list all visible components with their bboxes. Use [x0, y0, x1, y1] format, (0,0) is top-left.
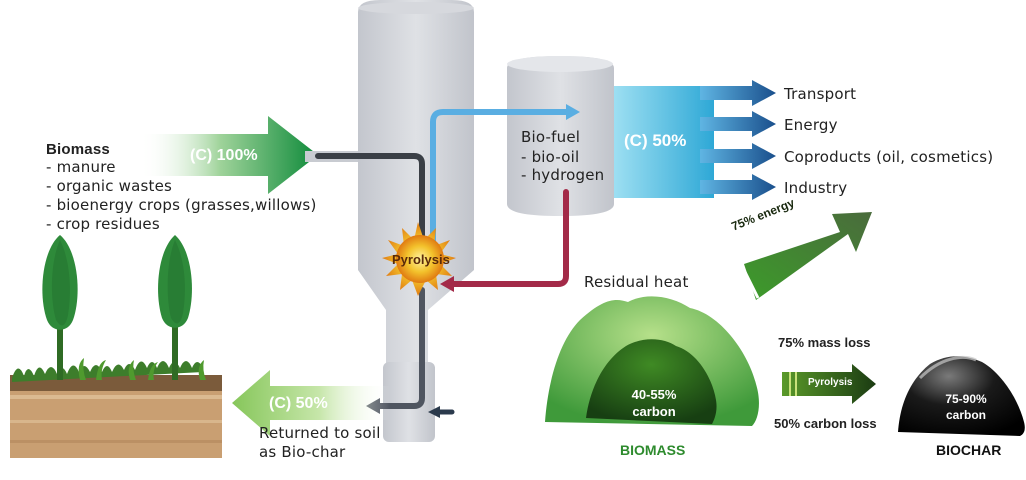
use-energy: Energy — [784, 116, 838, 134]
soil-return-arrow — [232, 370, 390, 436]
biomass-title: Biomass — [46, 141, 110, 158]
pyrolysis-burst — [382, 222, 456, 296]
tree-right — [158, 235, 192, 380]
biochar-mound — [898, 356, 1025, 436]
use-transport: Transport — [784, 85, 857, 103]
plants — [78, 358, 206, 380]
output-arrows — [700, 80, 776, 200]
pyrolysis-reactor — [358, 0, 474, 442]
use-coproducts: Coproducts (oil, cosmetics) — [784, 148, 994, 166]
biomass-item: - crop residues — [46, 215, 160, 233]
biomass-arrow-label: (C) 100% — [190, 147, 258, 164]
soil-arrow-label: (C) 50% — [269, 395, 328, 412]
pyrolysis-small-arrow — [782, 364, 876, 404]
biochar-carbon-unit: carbon — [945, 408, 986, 422]
use-industry: Industry — [784, 179, 848, 197]
mass-loss-label: 75% mass loss — [778, 335, 871, 350]
soil-block — [10, 361, 222, 458]
biofuel-title: Bio-fuel — [521, 128, 581, 146]
biofuel-arrow-label: (C) 50% — [624, 131, 687, 150]
biomass-mound — [545, 296, 759, 426]
energy-arrow — [726, 212, 872, 303]
residual-heat-label: Residual heat — [584, 273, 689, 291]
biomass-carbon-value: 40-55% — [631, 387, 677, 402]
biofuel-item: - bio-oil — [521, 148, 580, 166]
biofuel-output-band — [614, 86, 714, 198]
flow-lines — [315, 104, 580, 418]
pyrolysis-label: Pyrolysis — [392, 252, 450, 267]
biomass-items: - manure - organic wastes - bioenergy cr… — [46, 158, 317, 234]
tree-left — [42, 235, 78, 380]
carbon-loss-label: 50% carbon loss — [774, 416, 877, 431]
biofuel-item: - hydrogen — [521, 166, 605, 184]
biomass-item: - manure — [46, 158, 116, 176]
biomass-carbon-unit: carbon — [632, 404, 676, 419]
biomass-label: BIOMASS — [620, 442, 686, 458]
soil-caption-line: as Bio-char — [259, 443, 346, 461]
pyrolysis-arrow-label: Pyrolysis — [808, 377, 853, 388]
soil-caption-line: Returned to soil — [259, 424, 381, 442]
soil-caption: Returned to soil as Bio-char — [259, 424, 381, 462]
biofuel-tank — [507, 56, 614, 216]
biomass-item: - organic wastes — [46, 177, 173, 195]
biochar-carbon-value: 75-90% — [945, 392, 987, 406]
biochar-label: BIOCHAR — [936, 442, 1002, 458]
biomass-item: - bioenergy crops (grasses,willows) — [46, 196, 317, 214]
